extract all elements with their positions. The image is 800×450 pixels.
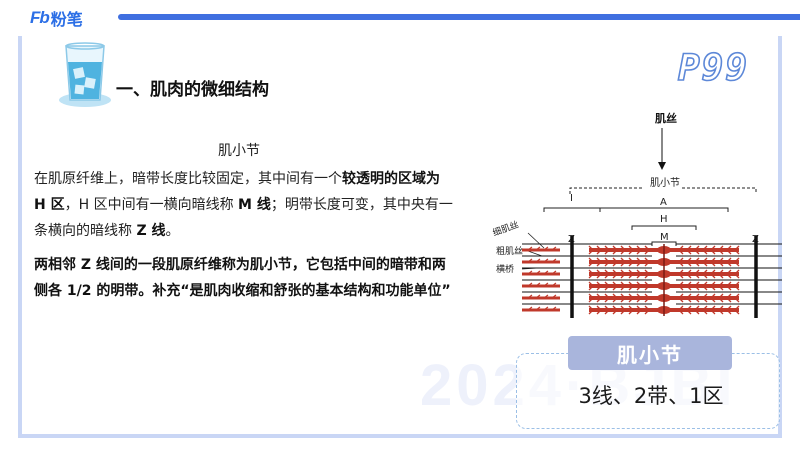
- label-a-band: A: [660, 197, 667, 208]
- label-cross-bridge: 横桥: [496, 263, 514, 275]
- text-segment: ，H 区中间有一横向暗线称: [64, 197, 239, 213]
- summary-label: 肌小节: [568, 336, 732, 370]
- center-title: 肌小节: [218, 143, 260, 159]
- frame-left: [18, 36, 22, 438]
- top-accent-line: [118, 14, 800, 20]
- label-myofilament: 肌丝: [654, 111, 677, 125]
- frame-bottom: [18, 434, 782, 438]
- logo-text: 粉笔: [50, 10, 83, 29]
- label-sarcomere-top: 肌小节: [650, 177, 680, 189]
- label-thick-filament: 粗肌丝: [496, 245, 523, 257]
- bold-z-line: Z 线: [136, 223, 166, 239]
- section-title: 一、肌肉的微细结构: [116, 80, 269, 100]
- paragraph-sarcomere-definition: 两相邻 Z 线间的一段肌原纤维称为肌小节，它包括中间的暗带和两侧各 1/2 的明…: [34, 257, 451, 299]
- sarcomere-diagram: 肌丝 肌小节 I A H M Z Z 细肌丝 粗肌丝 横桥: [492, 111, 782, 318]
- label-h-zone: H: [660, 214, 668, 225]
- text-segment: ；明带长度可变，其中央有一条横向的暗线称: [34, 197, 453, 239]
- logo-mark: Fb: [30, 8, 50, 27]
- bold-h-zone: 较透明的区域为 H 区: [34, 171, 440, 213]
- paragraph-h-zone: 在肌原纤维上，暗带长度比较固定，其中间有一个较透明的区域为 H 区，H 区中间有…: [34, 166, 454, 244]
- label-m-line: M: [660, 232, 669, 243]
- bold-m-line: M 线: [238, 197, 271, 213]
- summary-value: 3线、2带、1区: [578, 384, 724, 408]
- brand-logo: Fb 粉笔: [30, 8, 83, 29]
- water-glass-icon: [59, 42, 111, 107]
- text-segment: 。: [165, 223, 180, 239]
- text-segment: 在肌原纤维上，暗带长度比较固定，其中间有一个: [34, 171, 342, 187]
- label-i-band: I: [570, 193, 573, 204]
- page-number-tag: P99: [677, 47, 750, 90]
- frame-right: [778, 36, 782, 438]
- label-thin-filament: 细肌丝: [492, 218, 520, 239]
